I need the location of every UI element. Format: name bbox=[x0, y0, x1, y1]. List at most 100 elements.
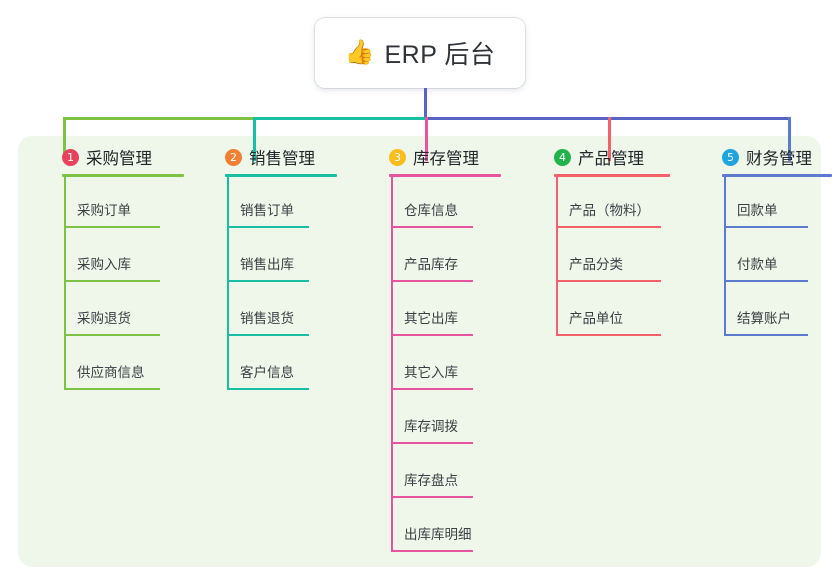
leaf-node-rule bbox=[391, 496, 473, 498]
branch-column-财务管理: 5 财务管理回款单付款单结算账户 bbox=[700, 140, 832, 336]
leaf-node[interactable]: 产品库存 bbox=[391, 228, 473, 282]
branch-spine bbox=[724, 174, 726, 336]
branch-number-badge: 4 bbox=[554, 148, 571, 166]
drop-line-4 bbox=[608, 117, 611, 161]
leaf-node-rule bbox=[227, 226, 309, 228]
leaf-node-label: 回款单 bbox=[737, 203, 778, 218]
branch-label: 产品管理 bbox=[578, 150, 644, 168]
branch-number-badge: 1 bbox=[62, 148, 79, 166]
branch-number-badge: 3 bbox=[389, 148, 406, 166]
leaf-node[interactable]: 仓库信息 bbox=[391, 174, 473, 228]
leaf-node[interactable]: 销售出库 bbox=[227, 228, 309, 282]
diagram-background-panel bbox=[18, 136, 821, 567]
leaf-node-label: 其它入库 bbox=[404, 365, 458, 380]
drop-line-2 bbox=[253, 117, 256, 161]
root-node-card[interactable]: 👍 ERP 后台 bbox=[315, 18, 525, 88]
thumbs-up-icon: 👍 bbox=[344, 39, 375, 66]
leaf-node-rule bbox=[64, 226, 160, 228]
branch-header-4[interactable]: 4 产品管理 bbox=[532, 140, 644, 174]
leaf-node-label: 产品单位 bbox=[569, 311, 623, 326]
leaf-node[interactable]: 其它入库 bbox=[391, 336, 473, 390]
branch-column-销售管理: 2 销售管理销售订单销售出库销售退货客户信息 bbox=[203, 140, 337, 390]
leaf-node[interactable]: 产品分类 bbox=[556, 228, 661, 282]
branch-label: 库存管理 bbox=[413, 150, 479, 168]
branch-column-库存管理: 3 库存管理仓库信息产品库存其它出库其它入库库存调拨库存盘点出库库明细 bbox=[367, 140, 501, 552]
leaf-node-rule bbox=[556, 226, 661, 228]
branch-header-5[interactable]: 5 财务管理 bbox=[700, 140, 812, 174]
branch-spine bbox=[391, 174, 393, 552]
bus-segment-2 bbox=[253, 117, 427, 120]
leaf-node-rule bbox=[724, 226, 808, 228]
bus-segment-1 bbox=[63, 117, 255, 120]
leaf-node[interactable]: 客户信息 bbox=[227, 336, 309, 390]
leaf-node[interactable]: 出库库明细 bbox=[391, 498, 473, 552]
drop-line-1 bbox=[63, 117, 66, 161]
leaf-node-label: 产品分类 bbox=[569, 257, 623, 272]
leaf-node[interactable]: 采购订单 bbox=[64, 174, 160, 228]
leaf-node-label: 出库库明细 bbox=[404, 527, 472, 542]
leaf-node-label: 产品库存 bbox=[404, 257, 458, 272]
leaf-node-rule bbox=[724, 280, 808, 282]
leaf-node[interactable]: 其它出库 bbox=[391, 282, 473, 336]
leaf-node-label: 仓库信息 bbox=[404, 203, 458, 218]
drop-line-3 bbox=[425, 117, 428, 161]
leaf-node-label: 付款单 bbox=[737, 257, 778, 272]
leaf-node-rule bbox=[556, 334, 661, 336]
leaf-node-rule bbox=[391, 334, 473, 336]
leaf-node-rule bbox=[391, 442, 473, 444]
leaf-node-label: 客户信息 bbox=[240, 365, 294, 380]
branch-number-badge: 5 bbox=[722, 148, 739, 166]
leaf-node-label: 结算账户 bbox=[737, 311, 791, 326]
branch-header-1[interactable]: 1 采购管理 bbox=[40, 140, 152, 174]
leaf-node-rule bbox=[64, 334, 160, 336]
root-node-title: ERP 后台 bbox=[384, 41, 496, 69]
leaf-node-label: 销售出库 bbox=[240, 257, 294, 272]
bus-segment-3 bbox=[425, 117, 790, 120]
leaf-node-rule bbox=[391, 388, 473, 390]
leaf-node-rule bbox=[391, 226, 473, 228]
branch-header-rule bbox=[225, 174, 337, 177]
leaf-node[interactable]: 付款单 bbox=[724, 228, 808, 282]
leaf-node[interactable]: 库存盘点 bbox=[391, 444, 473, 498]
leaf-node[interactable]: 回款单 bbox=[724, 174, 808, 228]
leaf-node-rule bbox=[227, 280, 309, 282]
leaf-node-label: 采购入库 bbox=[77, 257, 131, 272]
leaf-node[interactable]: 销售退货 bbox=[227, 282, 309, 336]
branch-number-badge: 2 bbox=[225, 148, 242, 166]
drop-line-5 bbox=[788, 117, 791, 161]
leaf-node-rule bbox=[556, 280, 661, 282]
branch-header-2[interactable]: 2 销售管理 bbox=[203, 140, 315, 174]
branch-spine bbox=[64, 174, 66, 390]
leaf-node[interactable]: 供应商信息 bbox=[64, 336, 160, 390]
branch-spine bbox=[227, 174, 229, 390]
leaf-node-rule bbox=[391, 280, 473, 282]
branch-header-3[interactable]: 3 库存管理 bbox=[367, 140, 479, 174]
leaf-node-label: 库存盘点 bbox=[404, 473, 458, 488]
leaf-node[interactable]: 采购退货 bbox=[64, 282, 160, 336]
leaf-node[interactable]: 结算账户 bbox=[724, 282, 808, 336]
leaf-node-rule bbox=[391, 550, 473, 552]
branch-header-rule bbox=[554, 174, 670, 177]
leaf-node[interactable]: 库存调拨 bbox=[391, 390, 473, 444]
leaf-node-label: 库存调拨 bbox=[404, 419, 458, 434]
root-trunk-line bbox=[424, 88, 427, 119]
branch-label: 采购管理 bbox=[86, 150, 152, 168]
leaf-node-rule bbox=[227, 334, 309, 336]
branch-label: 财务管理 bbox=[746, 150, 812, 168]
leaf-node[interactable]: 产品（物料） bbox=[556, 174, 661, 228]
leaf-node-rule bbox=[724, 334, 808, 336]
branch-column-采购管理: 1 采购管理采购订单采购入库采购退货供应商信息 bbox=[40, 140, 184, 390]
leaf-node-rule bbox=[64, 280, 160, 282]
leaf-node-label: 销售订单 bbox=[240, 203, 294, 218]
branch-header-rule bbox=[389, 174, 501, 177]
branch-column-产品管理: 4 产品管理产品（物料） 产品分类产品单位 bbox=[532, 140, 670, 336]
leaf-node[interactable]: 采购入库 bbox=[64, 228, 160, 282]
branch-label: 销售管理 bbox=[249, 150, 315, 168]
leaf-node-label: 其它出库 bbox=[404, 311, 458, 326]
leaf-node-label: 销售退货 bbox=[240, 311, 294, 326]
leaf-node-label: 供应商信息 bbox=[77, 365, 145, 380]
leaf-node[interactable]: 销售订单 bbox=[227, 174, 309, 228]
leaf-node[interactable]: 产品单位 bbox=[556, 282, 661, 336]
branch-header-rule bbox=[722, 174, 832, 177]
